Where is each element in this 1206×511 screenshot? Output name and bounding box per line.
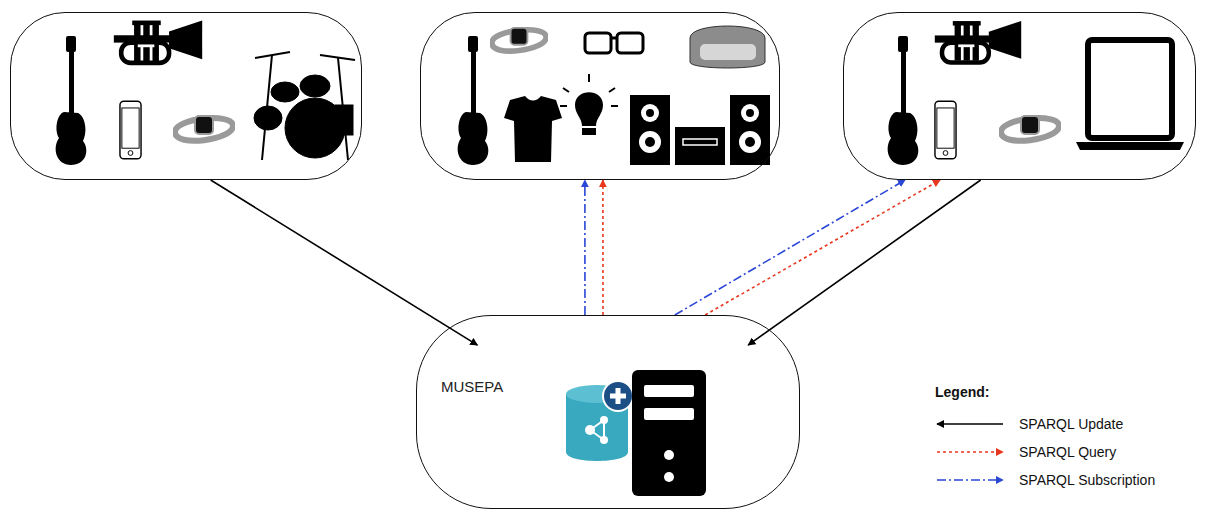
broker-node: MUSEPA (416, 315, 800, 509)
device-group (10, 12, 362, 180)
sparql-connector (705, 180, 940, 315)
legend: Legend: SPARQL UpdateSPARQL QuerySPARQL S… (935, 384, 1155, 494)
legend-title: Legend: (935, 384, 1155, 400)
sparql-connector (602, 180, 604, 315)
sparql-connector (675, 180, 905, 315)
legend-text: SPARQL Update (1019, 416, 1123, 432)
legend-line-sample (935, 418, 1005, 430)
legend-line-sample (935, 474, 1005, 486)
device-group (420, 12, 780, 180)
sparql-connector (584, 180, 586, 315)
sparql-connector (748, 180, 981, 345)
node-label: MUSEPA (441, 378, 799, 395)
legend-text: SPARQL Subscription (1019, 472, 1155, 488)
device-group (843, 12, 1196, 180)
legend-text: SPARQL Query (1019, 444, 1116, 460)
sparql-connector (211, 180, 478, 345)
legend-line-sample (935, 446, 1005, 458)
